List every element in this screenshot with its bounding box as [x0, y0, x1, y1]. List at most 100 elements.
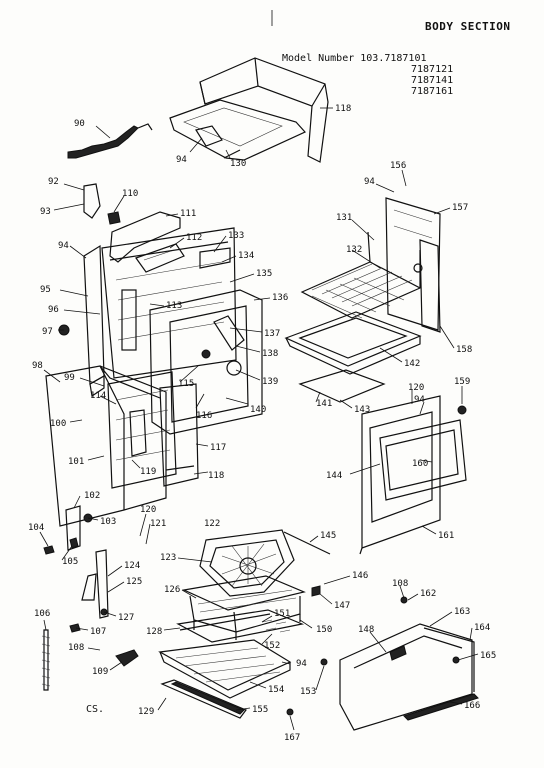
- screw-part: [43, 537, 79, 555]
- burner-bowl-part: [199, 529, 295, 597]
- callout-150: 150: [316, 625, 332, 635]
- burner-box-part: [181, 575, 306, 640]
- left-side-panel-part: [83, 244, 105, 398]
- callout-110: 110: [122, 189, 138, 199]
- callout-156: 156: [390, 161, 406, 171]
- callout-138: 138: [262, 349, 278, 359]
- oven-liner-part: [149, 289, 263, 435]
- callout-90: 90: [74, 119, 85, 129]
- callout-143: 143: [354, 405, 370, 415]
- callout-94: 94: [176, 155, 187, 165]
- fastener-part: [457, 405, 467, 415]
- callout-159: 159: [454, 377, 470, 387]
- hinge-bracket-part: [65, 505, 93, 551]
- callout-140: 140: [250, 405, 266, 415]
- screw-part: [69, 623, 81, 633]
- callout-141: 141: [316, 399, 332, 409]
- callout-102: 102: [84, 491, 100, 501]
- callout-105: 105: [62, 557, 78, 567]
- callout-127: 127: [118, 613, 134, 623]
- callout-142: 142: [404, 359, 420, 369]
- door-hinge-part: [81, 549, 109, 619]
- callout-153: 153: [300, 687, 316, 697]
- callout-152: 152: [264, 641, 280, 651]
- rear-panel-part: [385, 197, 441, 331]
- callout-124: 124: [124, 561, 140, 571]
- broiler-pan-part: [176, 609, 305, 643]
- callout-112: 112: [186, 233, 202, 243]
- callout-144: 144: [326, 471, 342, 481]
- spring-part: [41, 629, 51, 691]
- callout-117: 117: [210, 443, 226, 453]
- callout-160: 160: [412, 459, 428, 469]
- callout-164: 164: [474, 623, 490, 633]
- callout-158: 158: [456, 345, 472, 355]
- callout-labels: 118 94 130 90 92 93 110 111 112 133 134 …: [28, 104, 496, 743]
- callout-94: 94: [364, 177, 375, 187]
- callout-92: 92: [48, 177, 59, 187]
- callout-119: 119: [140, 467, 156, 477]
- callout-116: 116: [196, 411, 212, 421]
- drawer-panel-part: [423, 627, 475, 692]
- outer-side-panel-part: [45, 365, 167, 527]
- callout-121: 121: [150, 519, 166, 529]
- callout-148: 148: [358, 625, 374, 635]
- callout-139: 139: [262, 377, 278, 387]
- callout-108: 108: [68, 643, 84, 653]
- callout-104: 104: [28, 523, 44, 533]
- top-cover-part: [199, 57, 329, 163]
- callout-132: 132: [346, 245, 362, 255]
- callout-109: 109: [92, 667, 108, 677]
- callout-165: 165: [480, 651, 496, 661]
- callout-106: 106: [34, 609, 50, 619]
- drawer-front-part: [339, 623, 473, 731]
- callout-94: 94: [58, 241, 69, 251]
- callout-151: 151: [274, 609, 290, 619]
- callout-100: 100: [50, 419, 66, 429]
- callout-118: 118: [208, 471, 224, 481]
- back-panel-part: [159, 383, 199, 487]
- vent-duct-part: [109, 211, 185, 273]
- section-title: BODY SECTION: [425, 20, 511, 33]
- callout-94: 94: [414, 395, 425, 405]
- callout-161: 161: [438, 531, 454, 541]
- callout-126: 126: [164, 585, 180, 595]
- callout-163: 163: [454, 607, 470, 617]
- callout-115: 115: [178, 379, 194, 389]
- callout-130: 130: [230, 159, 246, 169]
- screw-part: [286, 596, 460, 716]
- model-number-list: 7187121 7187141 7187161: [411, 64, 453, 97]
- heat-shield-part: [298, 369, 386, 403]
- callout-147: 147: [334, 601, 350, 611]
- callout-101: 101: [68, 457, 84, 467]
- callout-96: 96: [48, 305, 59, 315]
- callout-136: 136: [272, 293, 288, 303]
- callout-114: 114: [90, 391, 106, 401]
- callout-122: 122: [204, 519, 220, 529]
- callout-129: 129: [138, 707, 154, 717]
- screw-part: [311, 585, 321, 597]
- callout-99: 99: [64, 373, 75, 383]
- callout-167: 167: [284, 733, 300, 743]
- model-number-label: Model Number 103.7187101: [282, 53, 427, 64]
- callout-111: 111: [180, 209, 196, 219]
- callout-120: 120: [408, 383, 424, 393]
- callout-135: 135: [256, 269, 272, 279]
- clip-part: [107, 211, 121, 225]
- callout-123: 123: [160, 553, 176, 563]
- callout-154: 154: [268, 685, 284, 695]
- bracket-part: [83, 183, 101, 219]
- model-number-item: 7187161: [411, 86, 454, 97]
- callout-120: 120: [140, 505, 156, 515]
- callout-131: 131: [336, 213, 352, 223]
- insulation-panel-part: [107, 371, 177, 489]
- callout-95: 95: [40, 285, 51, 295]
- model-number-item: 7187121: [411, 64, 454, 75]
- callout-128: 128: [146, 627, 162, 637]
- callout-146: 146: [352, 571, 368, 581]
- drawer-trim-part: [403, 693, 479, 721]
- kick-rail-part: [160, 679, 247, 719]
- oven-door-part: [359, 395, 467, 555]
